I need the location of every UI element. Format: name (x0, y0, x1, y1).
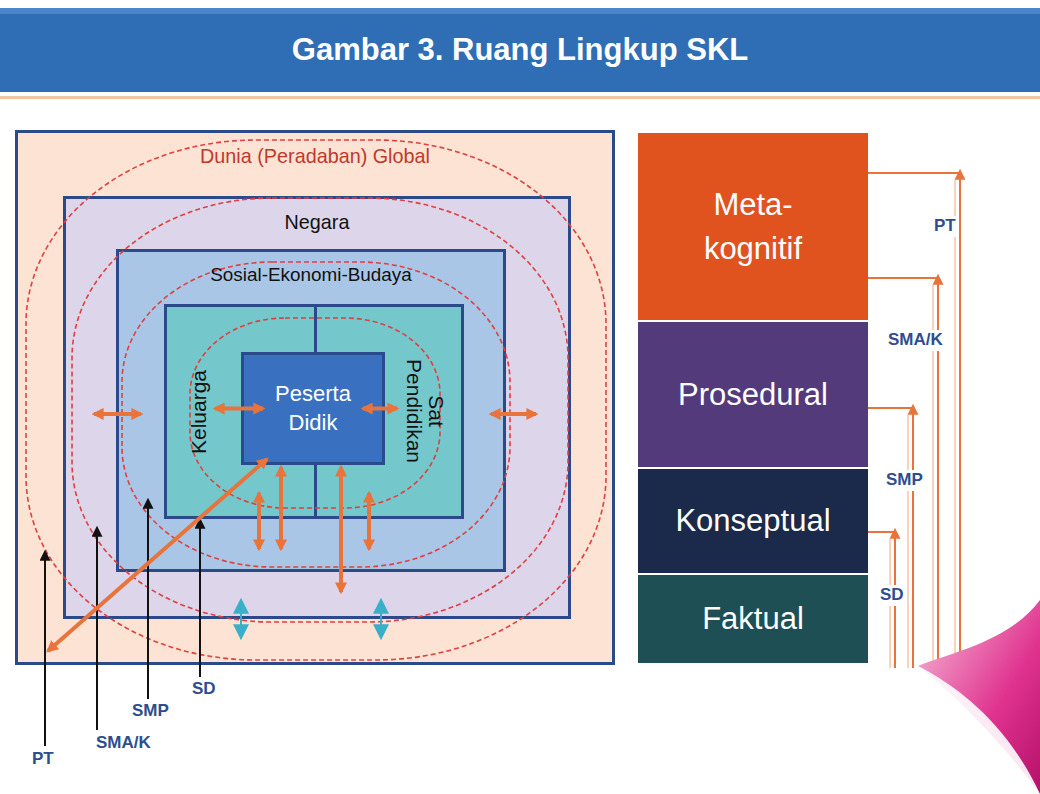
level-arrow-shadow (908, 414, 909, 668)
level-label: SMP (884, 470, 925, 491)
level-arrow (959, 171, 961, 668)
dashed-circle (122, 262, 510, 567)
level-label: PT (932, 216, 958, 237)
relation-arrow (240, 601, 242, 637)
relation-arrow (48, 459, 267, 651)
node-label: Sosial-Ekonomi-Budaya (119, 264, 503, 286)
knowledge-band: Meta- kognitif (638, 133, 868, 320)
student-box: Peserta Didik (241, 352, 385, 465)
country-box: NegaraSosial-Ekonomi-BudayaKeluarga Sat P… (63, 196, 571, 619)
level-bracket (868, 172, 960, 174)
relation-arrow (94, 412, 141, 416)
level-bracket (868, 407, 913, 409)
level-arrow-shadow (933, 284, 934, 668)
dashed-circle (190, 318, 440, 508)
level-arrow (199, 520, 201, 677)
node-label: Peserta Didik (258, 380, 368, 437)
node-label: Meta- kognitif (668, 183, 838, 270)
relation-arrow (367, 493, 371, 549)
node-label: Dunia (Peradaban) Global (18, 145, 612, 168)
relation-arrow (257, 493, 261, 549)
level-label: SMA/K (96, 734, 151, 753)
level-label: SMA/K (886, 330, 945, 351)
page-curl (918, 600, 1040, 794)
page-curl-shadow (918, 666, 1040, 794)
relation-arrow (380, 601, 382, 637)
relation-arrow (339, 467, 343, 592)
relation-arrow (363, 407, 397, 411)
socio-economic-box: Sosial-Ekonomi-BudayaKeluarga Sat Pendidi… (116, 249, 506, 572)
knowledge-band: Faktual (638, 575, 868, 663)
level-arrow (44, 552, 46, 746)
level-arrow (912, 406, 914, 668)
level-bracket (868, 277, 938, 279)
level-arrow (147, 500, 149, 699)
dashed-circle (72, 198, 568, 622)
level-arrow-shadow (890, 538, 891, 668)
node-label: Sat Pendidikan (403, 353, 447, 471)
knowledge-band: Prosedural (638, 322, 868, 467)
node-label: Keluarga (188, 369, 212, 453)
level-arrow (96, 528, 98, 730)
level-label: PT (32, 750, 54, 769)
level-arrow-shadow (955, 179, 956, 668)
level-label: SD (192, 680, 216, 699)
slide-title: Gambar 3. Ruang Lingkup SKL (0, 8, 1040, 92)
level-arrow (937, 276, 939, 668)
level-label: SMP (132, 702, 169, 721)
node-label: Faktual (702, 601, 804, 637)
dashed-circle (26, 140, 606, 660)
global-world-box: Dunia (Peradaban) GlobalNegaraSosial-Eko… (15, 130, 615, 665)
relation-arrow (279, 467, 283, 549)
relation-arrow (215, 407, 263, 411)
node-label: Prosedural (678, 377, 828, 413)
level-label: SD (878, 585, 906, 606)
knowledge-band: Konseptual (638, 469, 868, 573)
level-arrow (894, 530, 896, 668)
node-label: Konseptual (675, 503, 830, 539)
node-label: Negara (66, 211, 568, 234)
relation-arrow (491, 412, 536, 416)
level-bracket (868, 531, 895, 533)
